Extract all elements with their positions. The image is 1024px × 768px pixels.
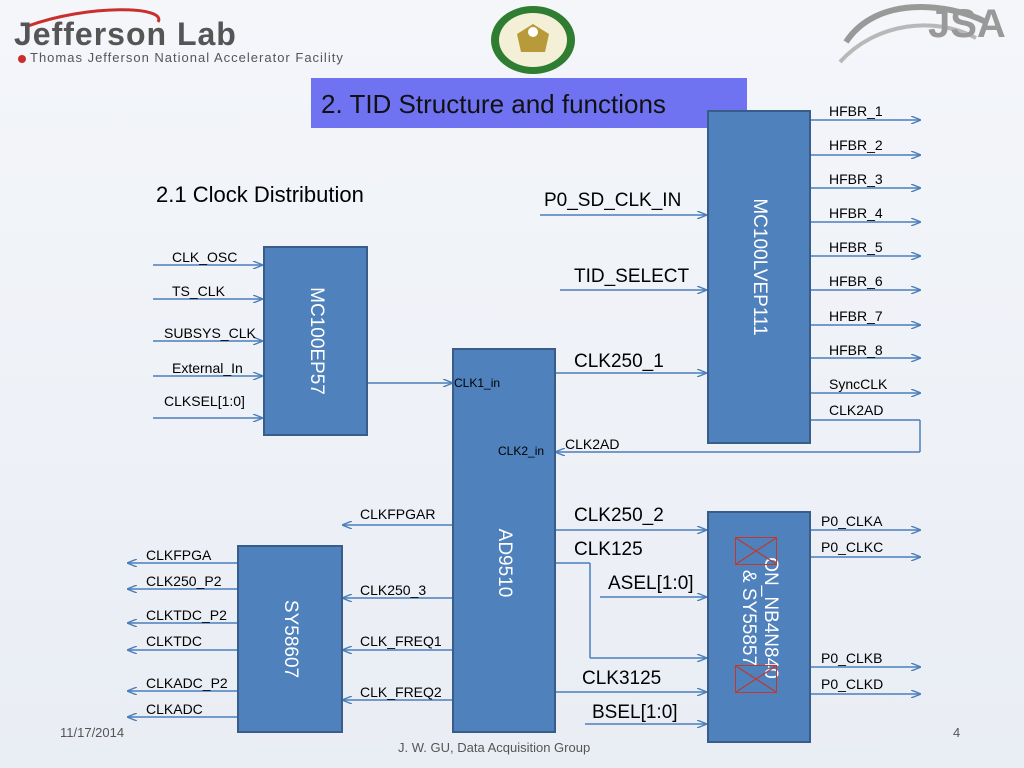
signal-syncclk: SyncCLK [829, 376, 888, 392]
page-title: 2. TID Structure and functions [321, 89, 666, 119]
footer-author: J. W. GU, Data Acquisition Group [398, 740, 591, 755]
seal-icon [491, 6, 575, 74]
chip-on-nb4n840: ON_NB4N840 & SY55857 [707, 511, 811, 743]
signal-hfbr-4: HFBR_4 [829, 205, 883, 221]
signal-hfbr-5: HFBR_5 [829, 239, 883, 255]
signal-hfbr-6: HFBR_6 [829, 273, 883, 289]
unpopulated-mark-icon [735, 537, 777, 565]
signal-clk250-p2: CLK250_P2 [146, 573, 222, 589]
signal-clk3125: CLK3125 [582, 668, 662, 689]
chip-label: ON_NB4N840 & SY55857 [738, 557, 781, 679]
signal-clk2ad-feedback: CLK2AD [565, 436, 620, 452]
signal-bsel: BSEL[1:0] [592, 702, 678, 723]
unpopulated-mark-icon [735, 665, 777, 693]
chip-label: SY58607 [280, 599, 301, 679]
chip-label: MC100LVEP111 [749, 198, 770, 336]
signal-clk-freq2: CLK_FREQ2 [360, 684, 442, 700]
signal-clkadc: CLKADC [146, 701, 203, 717]
signal-clkadc-p2: CLKADC_P2 [146, 675, 228, 691]
jsa-swoosh-icon [838, 3, 988, 64]
signal-p0-clkc: P0_CLKC [821, 539, 884, 555]
signal-clksel: CLKSEL[1:0] [164, 393, 245, 409]
jefferson-lab-logo: Jefferson Lab Thomas Jefferson National … [8, 8, 428, 68]
jsa-logo: JSA [836, 2, 1016, 76]
signal-asel: ASEL[1:0] [608, 573, 694, 594]
signal-hfbr-7: HFBR_7 [829, 308, 883, 324]
signal-hfbr-3: HFBR_3 [829, 171, 883, 187]
signal-clk125: CLK125 [574, 539, 643, 560]
signal-clk2ad: CLK2AD [829, 402, 884, 418]
logo-name: Jefferson Lab [14, 16, 237, 52]
signal-clk250-2: CLK250_2 [574, 505, 664, 526]
signal-clk250-1: CLK250_1 [574, 351, 664, 372]
section-title: 2.1 Clock Distribution [156, 182, 364, 207]
signal-clkfpgar: CLKFPGAR [360, 506, 436, 522]
signal-hfbr-1: HFBR_1 [829, 103, 883, 119]
signal-tid-select: TID_SELECT [574, 266, 690, 287]
signal-clk-osc: CLK_OSC [172, 249, 238, 265]
signal-clktdc-p2: CLKTDC_P2 [146, 607, 227, 623]
chip-label: MC100EP57 [305, 287, 327, 395]
signal-p0-clkd: P0_CLKD [821, 676, 884, 692]
footer-page-number: 4 [953, 725, 961, 740]
signal-clkfpga: CLKFPGA [146, 547, 212, 563]
chip-mc100ep57: MC100EP57 [263, 246, 368, 436]
signal-hfbr-8: HFBR_8 [829, 342, 883, 358]
logo-tagline: Thomas Jefferson National Accelerator Fa… [30, 50, 344, 65]
signal-clk250-3: CLK250_3 [360, 582, 427, 598]
pin-clk1-in: CLK1_in [454, 376, 501, 390]
signal-external-in: External_In [172, 360, 243, 376]
title-box: 2. TID Structure and functions [311, 78, 747, 128]
pin-clk2-in: CLK2_in [498, 444, 545, 458]
signal-p0-clkb: P0_CLKB [821, 650, 883, 666]
footer-date: 11/17/2014 [60, 725, 125, 740]
doe-seal [487, 4, 579, 76]
logo-swoosh-icon [18, 8, 161, 63]
signal-clktdc: CLKTDC [146, 633, 203, 649]
signal-ts-clk: TS_CLK [172, 283, 225, 299]
signal-p0-clka: P0_CLKA [821, 513, 883, 529]
signal-clk-freq1: CLK_FREQ1 [360, 633, 442, 649]
chip-mc100lvep111: MC100LVEP111 [707, 110, 811, 444]
signal-hfbr-2: HFBR_2 [829, 137, 883, 153]
signal-p0-sd-clk-in: P0_SD_CLK_IN [544, 190, 682, 211]
chip-label: AD9510 [494, 529, 515, 598]
jsa-text: JSA [928, 2, 1006, 46]
signal-subsys-clk: SUBSYS_CLK [164, 325, 256, 341]
chip-ad9510: AD9510 [452, 348, 556, 733]
chip-sy58607: SY58607 [237, 545, 343, 733]
